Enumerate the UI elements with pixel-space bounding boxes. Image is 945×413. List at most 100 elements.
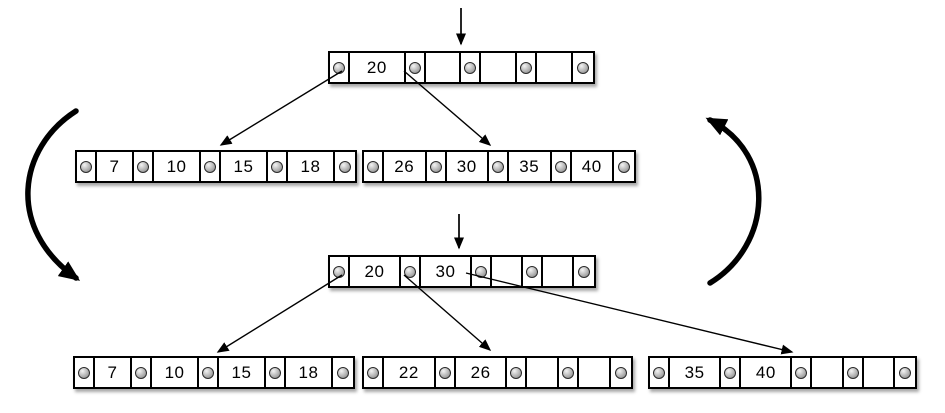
pointer-cell xyxy=(611,358,631,387)
pointer-cell xyxy=(401,257,421,286)
edge-after-root-to-left-leaf xyxy=(216,274,343,353)
btree-node-root-after: 20 30 xyxy=(328,255,596,288)
pointer-cell xyxy=(364,358,384,387)
pointer-cell xyxy=(472,257,492,286)
key-cell xyxy=(543,257,575,286)
pointer-dot-icon xyxy=(618,160,630,173)
pointer-cell xyxy=(75,358,95,387)
key-cell: 30 xyxy=(447,152,489,181)
pointer-dot-icon xyxy=(367,366,379,379)
pointer-cell xyxy=(844,358,864,387)
pointer-cell xyxy=(507,358,528,387)
key-cell: 22 xyxy=(384,358,436,387)
pointer-dot-icon xyxy=(520,61,533,74)
pointer-cell xyxy=(364,152,384,181)
key-cell xyxy=(812,358,844,387)
pointer-dot-icon xyxy=(562,366,575,379)
pointer-dot-icon xyxy=(135,366,148,379)
btree-node-root-before: 20 xyxy=(328,51,595,84)
pointer-dot-icon xyxy=(464,61,477,74)
pointer-dot-icon xyxy=(724,366,737,379)
key-cell: 35 xyxy=(509,152,552,181)
pointer-cell xyxy=(199,358,220,387)
pointer-dot-icon xyxy=(367,160,379,173)
pointer-dot-icon xyxy=(269,366,281,379)
key-cell: 18 xyxy=(286,358,333,387)
pointer-cell xyxy=(77,152,97,181)
pointer-cell xyxy=(614,152,634,181)
pointer-cell xyxy=(552,152,572,181)
pointer-dot-icon xyxy=(578,265,591,278)
pointer-cell xyxy=(427,152,447,181)
key-cell: 26 xyxy=(456,358,508,387)
key-cell: 7 xyxy=(97,152,135,181)
pointer-cell xyxy=(559,358,580,387)
pointer-cell xyxy=(406,53,426,82)
pointer-cell xyxy=(330,257,350,286)
key-cell: 20 xyxy=(350,53,406,82)
pointer-dot-icon xyxy=(137,160,150,173)
key-cell xyxy=(426,53,462,82)
btree-node-left-leaf-after: 7 10 15 18 xyxy=(73,356,355,389)
pointer-cell xyxy=(721,358,742,387)
pointer-dot-icon xyxy=(492,160,504,173)
pointer-cell xyxy=(134,152,155,181)
key-cell xyxy=(481,53,518,82)
pointer-dot-icon xyxy=(403,265,416,278)
key-cell: 15 xyxy=(221,152,268,181)
key-cell: 18 xyxy=(288,152,335,181)
pointer-dot-icon xyxy=(474,265,487,278)
pointer-dot-icon xyxy=(653,366,665,379)
pointer-cell xyxy=(517,53,538,82)
transform-arrow-right-up xyxy=(705,117,762,286)
pointer-cell xyxy=(573,53,593,82)
key-cell: 40 xyxy=(572,152,614,181)
pointer-dot-icon xyxy=(408,61,421,74)
btree-node-middle-leaf-after: 22 26 xyxy=(362,356,633,389)
btree-node-right-leaf-after: 35 40 xyxy=(648,356,917,389)
pointer-dot-icon xyxy=(333,265,345,278)
pointer-dot-icon xyxy=(271,160,283,173)
pointer-cell xyxy=(335,152,355,181)
key-cell: 10 xyxy=(154,152,202,181)
pointer-dot-icon xyxy=(846,366,859,379)
pointer-dot-icon xyxy=(80,160,92,173)
pointer-dot-icon xyxy=(338,160,351,173)
pointer-cell xyxy=(333,358,353,387)
pointer-cell xyxy=(792,358,813,387)
pointer-dot-icon xyxy=(576,61,589,74)
key-cell: 10 xyxy=(152,358,200,387)
pointer-cell xyxy=(574,257,594,286)
pointer-cell xyxy=(489,152,509,181)
btree-node-left-leaf-before: 7 10 15 18 xyxy=(75,150,357,183)
pointer-dot-icon xyxy=(510,366,523,379)
pointer-cell xyxy=(461,53,482,82)
key-cell: 15 xyxy=(219,358,266,387)
key-cell: 35 xyxy=(670,358,722,387)
pointer-cell xyxy=(436,358,456,387)
pointer-cell xyxy=(132,358,153,387)
pointer-dot-icon xyxy=(78,366,90,379)
pointer-cell xyxy=(895,358,915,387)
pointer-dot-icon xyxy=(615,366,628,379)
btree-node-right-leaf-before: 26 30 35 40 xyxy=(362,150,636,183)
pointer-cell xyxy=(201,152,222,181)
pointer-dot-icon xyxy=(202,366,215,379)
pointer-cell xyxy=(650,358,670,387)
key-cell: 20 xyxy=(350,257,401,286)
pointer-cell xyxy=(268,152,288,181)
key-cell: 40 xyxy=(741,358,793,387)
pointer-dot-icon xyxy=(554,160,567,173)
pointer-dot-icon xyxy=(333,61,345,74)
edge-before-root-to-left-leaf xyxy=(219,70,343,146)
key-cell: 30 xyxy=(421,257,472,286)
transform-arrow-left-down xyxy=(25,108,81,281)
pointer-dot-icon xyxy=(525,265,538,278)
key-cell xyxy=(537,53,573,82)
key-cell: 7 xyxy=(95,358,133,387)
pointer-dot-icon xyxy=(899,366,912,379)
key-cell: 26 xyxy=(384,152,427,181)
pointer-cell xyxy=(523,257,543,286)
pointer-cell xyxy=(330,53,350,82)
